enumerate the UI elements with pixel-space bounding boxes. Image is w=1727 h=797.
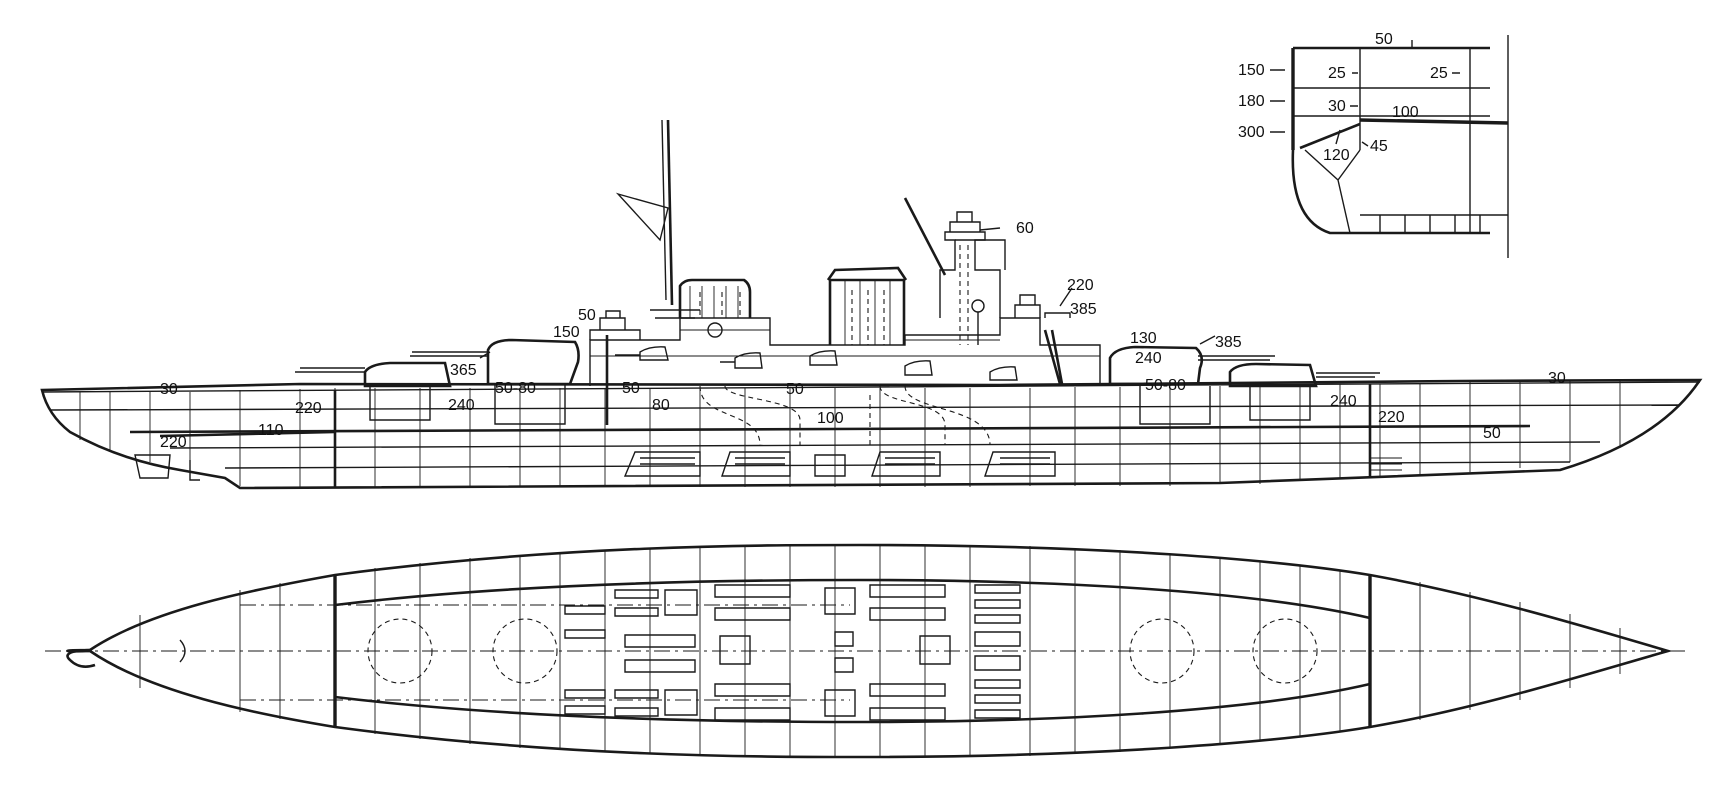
label-ct-385: 385: [1070, 301, 1097, 318]
plan-barbette-b: [492, 618, 558, 684]
turret-x: [1108, 345, 1275, 386]
label-belt-220-a: 220: [295, 400, 322, 417]
plan-stern-mark: [179, 639, 186, 663]
label-barb-240-b: 240: [1330, 393, 1357, 410]
plan-inner-line-top: [334, 578, 1371, 620]
aft-funnel: [826, 266, 908, 345]
label-turret-50-80-b: 50-80: [1145, 377, 1186, 394]
label-sec-50-mid: 50: [622, 380, 640, 397]
section-slope: [1299, 122, 1361, 150]
barbettes: [369, 384, 1311, 425]
aft-director: [1014, 294, 1071, 385]
turret-a: [295, 361, 452, 388]
stern-bulkhead: [189, 460, 200, 481]
deck-level-4: [224, 461, 1571, 469]
belt-fore-line: [159, 430, 336, 438]
label-steer-220: 220: [160, 434, 187, 451]
label-sec-100: 100: [1392, 104, 1419, 121]
label-barb-240-a: 240: [448, 397, 475, 414]
section-decks: [1293, 48, 1490, 233]
label-ct-220: 220: [1067, 277, 1094, 294]
section-double-bottom: [1360, 214, 1508, 233]
fore-funnel: [678, 278, 752, 338]
section-outline: [1291, 46, 1490, 235]
midship-section: 50 150 25 25 180 30 100 300 120 45: [1238, 31, 1509, 258]
section-arrows: [1270, 40, 1460, 147]
label-deck-100: 100: [817, 410, 844, 427]
section-main-deck: [1359, 118, 1509, 125]
deck-level-1: [49, 404, 1681, 411]
uptake-trunks: [699, 385, 991, 446]
bridge-tower: [939, 211, 1006, 345]
hull-frames: [79, 381, 1621, 487]
plan-barbette-a: [367, 618, 433, 684]
fore-tower: [589, 310, 641, 425]
label-turret-240: 240: [1135, 350, 1162, 367]
label-deck-110: 110: [258, 422, 284, 439]
aft-hatch: [1370, 457, 1402, 471]
label-sec-30: 30: [1328, 98, 1346, 115]
label-sec-150: 150: [1238, 62, 1265, 79]
hull-outline: [40, 378, 1703, 490]
section-bilge: [1304, 149, 1361, 234]
side-profile: 30 220 110 220 365 240 50-80 50 150 50 8…: [40, 119, 1703, 490]
label-barb-365: 365: [450, 362, 477, 379]
label-side-80: 80: [652, 397, 670, 414]
label-sec-150: 150: [553, 324, 580, 341]
label-sec-120: 120: [1323, 147, 1350, 164]
deck-level-3: [169, 441, 1601, 449]
plan-inner-line-bottom: [334, 682, 1371, 724]
upper-deck-line: [41, 381, 1701, 393]
plan-view: [45, 543, 1690, 759]
fore-mast: [615, 119, 700, 319]
label-deck-50-mid: 50: [786, 381, 804, 398]
plan-hull-outline: [66, 543, 1673, 759]
plan-barbette-y: [1252, 618, 1318, 684]
label-sec-50-top: 50: [578, 307, 596, 324]
label-dir-60: 60: [1016, 220, 1034, 237]
label-turret-385: 385: [1215, 334, 1242, 351]
label-sec-180: 180: [1238, 93, 1265, 110]
armor-deck-line: [129, 424, 1531, 434]
leader-arrows: [479, 227, 1216, 359]
machinery-spaces: [623, 451, 1056, 477]
label-sec-25-b: 25: [1430, 65, 1448, 82]
plan-machinery-blocks: [564, 584, 1021, 721]
aft-mast: [903, 197, 947, 276]
label-sec-45: 45: [1370, 138, 1388, 155]
label-belt-220-b: 220: [1378, 409, 1405, 426]
secondary-mounts: [615, 346, 1018, 381]
label-sec-50-upper: 50: [1375, 31, 1393, 48]
plan-frames: [139, 545, 1621, 757]
label-sec-25-a: 25: [1328, 65, 1346, 82]
label-turret-130: 130: [1130, 330, 1157, 347]
label-deck-50-aft: 50: [1483, 425, 1501, 442]
label-sec-300: 300: [1238, 124, 1265, 141]
label-deck-30-fore: 30: [160, 381, 178, 398]
superstructure-decks: [590, 329, 1100, 357]
rudder: [134, 454, 171, 479]
label-turret-50-80-a: 50-80: [495, 380, 536, 397]
turret-y: [1228, 362, 1380, 388]
turret-b: [410, 338, 580, 386]
label-deck-30-aft: 30: [1548, 370, 1566, 387]
plan-barbette-x: [1129, 618, 1195, 684]
